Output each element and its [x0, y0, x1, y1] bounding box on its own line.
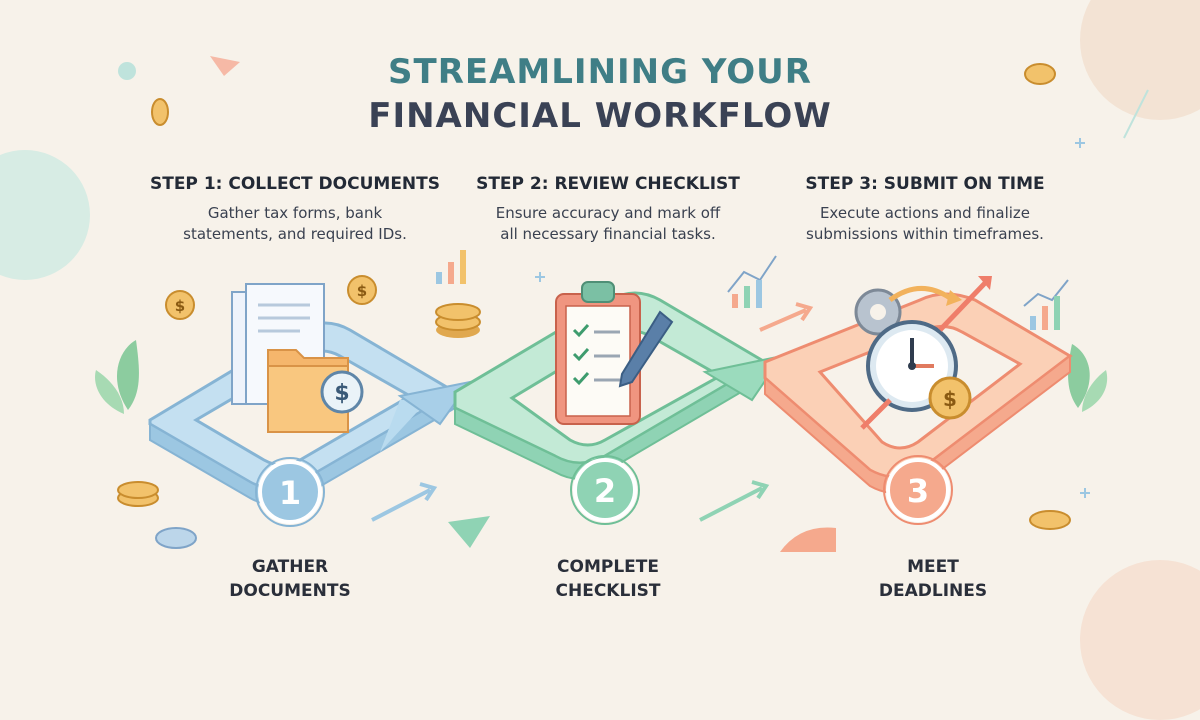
- coin-icon: $: [347, 275, 377, 305]
- step-2-description: Ensure accuracy and mark off all necessa…: [458, 203, 758, 245]
- coin-symbol: $: [357, 282, 367, 300]
- documents-folder-icon: $: [231, 283, 364, 433]
- documents-coin-symbol: $: [334, 381, 349, 406]
- page-title: STREAMLINING YOUR FINANCIAL WORKFLOW: [0, 50, 1200, 138]
- step-2-label-line-2: CHECKLIST: [555, 581, 661, 601]
- leaf-right-icon: [1068, 344, 1108, 412]
- step-2-label-line-1: COMPLETE: [557, 557, 659, 577]
- step-1-label: GATHER DOCUMENTS: [190, 555, 390, 603]
- line-decoration: [1123, 89, 1149, 139]
- step-3-description-line-2: submissions within timeframes.: [806, 225, 1044, 243]
- step-1-number: 1: [279, 474, 301, 512]
- background-dot-teal: [118, 62, 136, 80]
- triangle-decoration: [210, 56, 240, 76]
- step-1-description-line-1: Gather tax forms, bank: [207, 204, 383, 222]
- step-3-description-line-1: Execute actions and finalize: [819, 204, 1031, 222]
- arrow-icon: [371, 482, 438, 522]
- step-2-description-line-1: Ensure accuracy and mark off: [495, 204, 721, 222]
- mini-line-chart-icon: [727, 255, 777, 308]
- step-1-description-line-2: statements, and required IDs.: [183, 225, 407, 243]
- step-2-badge: 2: [570, 455, 640, 525]
- coin-icon: $: [165, 290, 195, 320]
- step-3-label: MEET DEADLINES: [833, 555, 1033, 603]
- step-3-heading: STEP 3: SUBMIT ON TIME: [805, 174, 1045, 194]
- pie-slice-decoration: [780, 527, 836, 552]
- mini-bar-chart-icon: [436, 250, 466, 284]
- sparkle-icon: [1075, 138, 1085, 148]
- coin-stack-icon: [435, 303, 481, 338]
- title-line-1: STREAMLINING YOUR: [388, 52, 812, 92]
- coin-blue-icon: [155, 527, 197, 549]
- step-1-badge: 1: [255, 457, 325, 527]
- step-3-label-line-1: MEET: [907, 557, 959, 577]
- step-3-label-line-2: DEADLINES: [878, 581, 988, 601]
- clipboard-checklist-icon: [555, 281, 674, 425]
- coin-stack-icon: [117, 481, 159, 507]
- title-line-2: FINANCIAL WORKFLOW: [368, 96, 832, 136]
- sparkle-icon: [1080, 488, 1090, 498]
- step-1-heading: STEP 1: COLLECT DOCUMENTS: [149, 174, 440, 194]
- workflow-illustration: $ $ 1 2: [95, 56, 1149, 552]
- coin-icon: [1029, 510, 1071, 530]
- step-2-label: COMPLETE CHECKLIST: [508, 555, 708, 603]
- step-1-description: Gather tax forms, bank statements, and r…: [145, 203, 445, 245]
- leaf-left-icon: [95, 340, 139, 414]
- arrow-icon: [759, 302, 814, 332]
- clock-deadline-icon: $: [854, 276, 992, 430]
- step-3-number: 3: [907, 472, 929, 510]
- step-1-label-line-1: GATHER: [251, 557, 329, 577]
- paper-plane-icon: [448, 516, 490, 548]
- deadline-coin-symbol: $: [943, 387, 957, 411]
- mini-trend-chart-icon: [1023, 279, 1069, 330]
- coin-icon: [151, 98, 169, 126]
- step-3-badge: 3: [883, 455, 953, 525]
- step-1-label-line-2: DOCUMENTS: [229, 581, 351, 601]
- coin-icon: [1024, 63, 1056, 85]
- arrow-icon: [699, 480, 770, 522]
- step-3-description: Execute actions and finalize submissions…: [775, 203, 1075, 245]
- step-2-number: 2: [594, 472, 616, 510]
- step-2-description-line-2: all necessary financial tasks.: [500, 225, 716, 243]
- step-2-heading: STEP 2: REVIEW CHECKLIST: [476, 174, 740, 194]
- coin-symbol: $: [175, 297, 185, 315]
- sparkle-icon: [535, 272, 545, 282]
